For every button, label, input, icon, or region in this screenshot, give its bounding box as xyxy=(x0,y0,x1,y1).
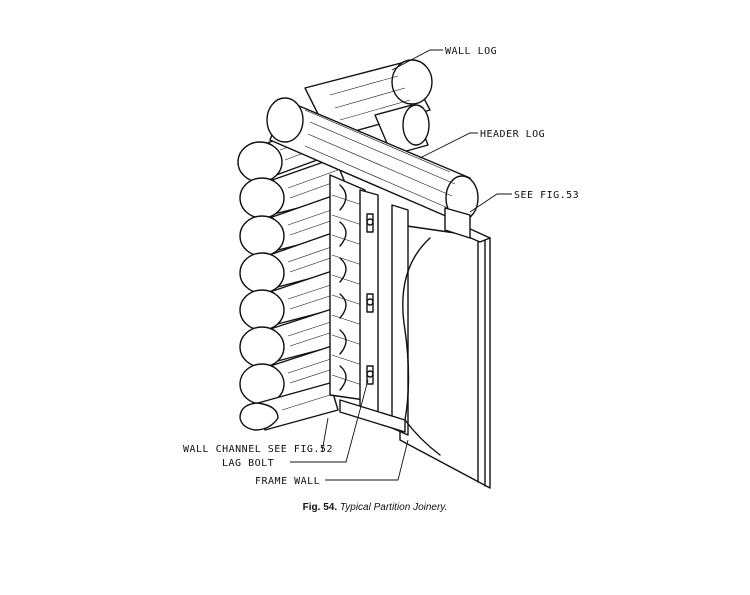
wall-channel-label: WALL CHANNEL SEE FIG.52 xyxy=(183,444,333,455)
top-wall-log xyxy=(304,59,433,156)
log-8 xyxy=(239,382,339,431)
lag-bolts xyxy=(366,213,374,385)
header-log xyxy=(266,97,479,221)
wall-log-label: WALL LOG xyxy=(445,46,497,57)
label-wall-log: WALL LOG xyxy=(391,46,497,71)
header-log-label: HEADER LOG xyxy=(480,129,545,140)
label-lag-bolt: LAG BOLT xyxy=(222,379,369,469)
log-4 xyxy=(239,231,351,294)
label-wall-channel: WALL CHANNEL SEE FIG.52 xyxy=(183,417,333,455)
back-log-stack xyxy=(329,174,366,401)
label-frame-wall: FRAME WALL xyxy=(255,439,409,487)
label-header-log: HEADER LOG xyxy=(419,129,545,159)
label-see-fig: SEE FIG.53 xyxy=(469,190,579,213)
log-5 xyxy=(239,269,351,331)
figure-caption: Fig. 54. Typical Partition Joinery. xyxy=(0,502,750,513)
frame-wall-panel xyxy=(339,189,491,489)
lag-bolt-label: LAG BOLT xyxy=(222,458,274,469)
caption-title: Typical Partition Joinery. xyxy=(339,502,448,513)
frame-wall-label: FRAME WALL xyxy=(255,476,320,487)
log-wall xyxy=(237,117,351,431)
see-fig-label: SEE FIG.53 xyxy=(514,190,579,201)
caption-number: Fig. 54. xyxy=(302,502,338,513)
